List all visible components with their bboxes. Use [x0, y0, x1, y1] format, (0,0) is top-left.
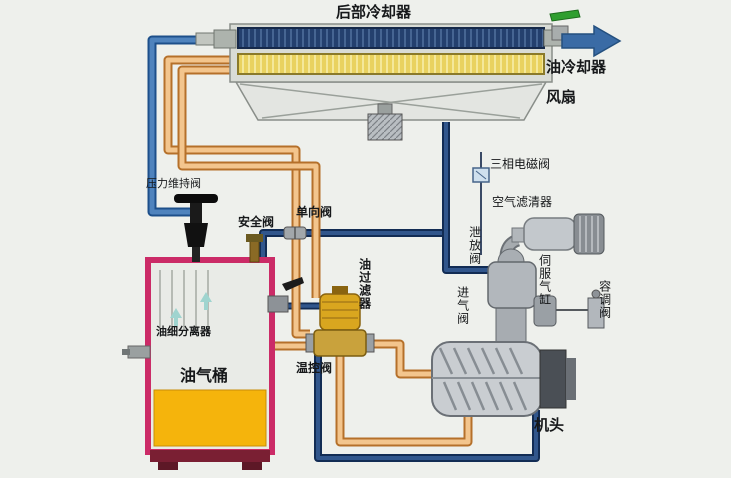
label-safety-valve: 安全阀: [238, 215, 275, 229]
label-oil-cooler: 油冷却器: [546, 58, 607, 76]
screw-rotor-hatching: [438, 347, 528, 411]
pipe-oil-lines: [163, 55, 473, 447]
temp-control-valve: [305, 329, 375, 357]
air-cleaner-ribbed-cap: [573, 213, 605, 255]
label-check-valve: 单向阀: [296, 205, 333, 219]
check-valve: [283, 226, 307, 240]
label-capacity-valve: 容调阀: [597, 280, 612, 319]
valve-green-handle: [549, 9, 581, 22]
label-oil-gas-tank: 油气桶: [180, 366, 229, 385]
label-air-cleaner: 空气滤清器: [492, 195, 553, 209]
flow-arrow-up-2: [200, 292, 212, 310]
oil-cooler-core: [237, 53, 545, 75]
intake-valve-assembly: [487, 248, 605, 347]
label-three-phase-solenoid: 三相电磁阀: [490, 157, 551, 171]
tank-drain-valve: [122, 345, 151, 359]
label-airend: 机头: [534, 416, 565, 434]
oil-gas-tank: [122, 257, 304, 470]
label-oil-fine-separator: 油细分离器: [156, 325, 211, 338]
tank-side-service-valve: [267, 277, 304, 313]
safety-valve: [246, 234, 263, 263]
airend-shaft-end: [566, 358, 576, 400]
pipe-blue-discharge: [147, 35, 214, 217]
cooler-left-fitting: [195, 29, 237, 49]
bottom-margin: [0, 478, 731, 490]
intake-valve-body: [487, 261, 537, 309]
label-fan: 风扇: [546, 88, 577, 106]
oil-level: [153, 389, 267, 447]
fan-shroud: [234, 81, 548, 141]
label-intake-valve: 进气阀: [455, 286, 470, 325]
pipes: [147, 35, 540, 462]
label-aftercooler: 后部冷却器: [336, 3, 412, 21]
flow-arrow-up-1: [170, 308, 182, 326]
label-pressure-maintain-valve: 压力维持阀: [146, 177, 201, 190]
airend-coupling: [539, 349, 567, 409]
label-oil-filter: 油过滤器: [357, 258, 372, 310]
tank-foot-left: [158, 462, 178, 470]
intake-riser: [495, 305, 527, 347]
three-phase-solenoid-valve: [472, 167, 490, 183]
label-servo-cylinder: 伺服气缸: [537, 254, 552, 306]
fan-motor: [367, 103, 403, 141]
air-outlet-arrow: [561, 24, 622, 58]
label-blowoff-valve: 泄放阀: [467, 226, 482, 265]
tank-foot-right: [242, 462, 262, 470]
airend: [431, 341, 576, 417]
capacity-valve: [587, 289, 605, 329]
label-temp-control-valve: 温控阀: [296, 361, 333, 375]
tank-base: [150, 450, 270, 462]
aftercooler-core: [237, 27, 545, 49]
aftercooler-assembly: [195, 9, 622, 83]
pressure-maintain-valve: [174, 194, 218, 262]
